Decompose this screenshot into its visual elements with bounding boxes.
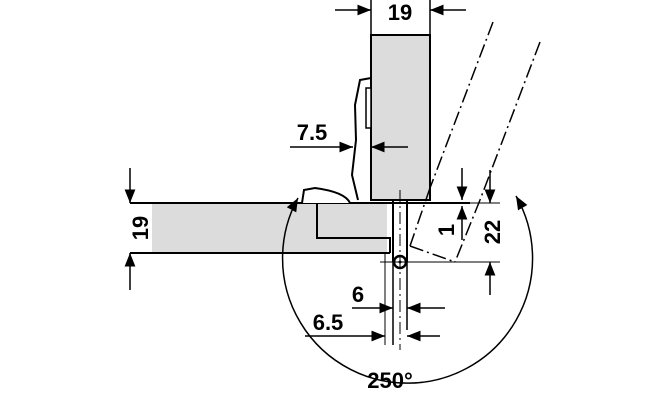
door-panel (370, 34, 431, 201)
drilling-distance-alt-label: 6.5 (313, 310, 344, 335)
side-panel-thickness-label: 19 (128, 216, 153, 240)
side-panel (152, 203, 387, 253)
door-thickness-label: 19 (388, 0, 412, 25)
depth-label: 22 (480, 220, 505, 244)
hinge-plate (301, 186, 351, 204)
hinge-arm (350, 77, 372, 201)
drilling-distance-label: 6 (352, 282, 364, 307)
opening-angle-label: 250° (367, 368, 413, 393)
overlay-label: 7.5 (297, 120, 328, 145)
hinge-cup (316, 203, 391, 253)
gap-label: 1 (434, 224, 459, 236)
opening-angle-arc (281, 195, 534, 384)
